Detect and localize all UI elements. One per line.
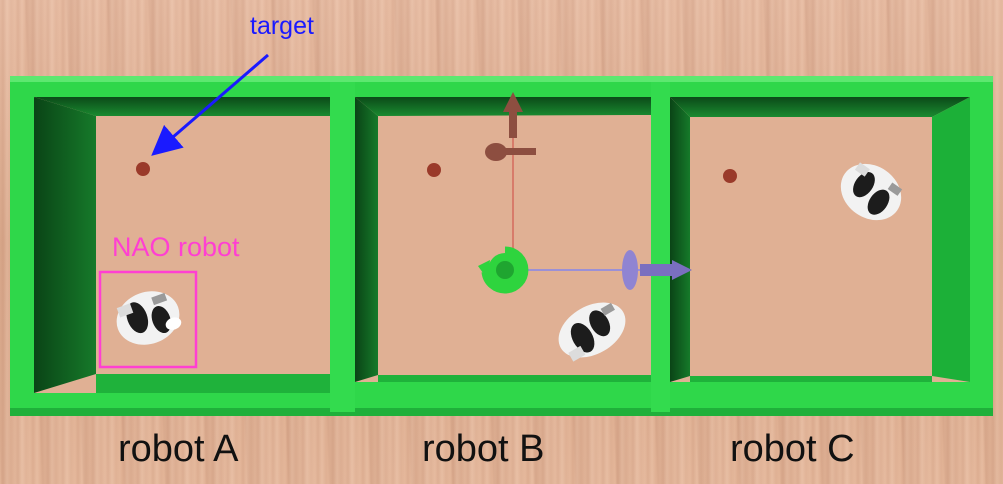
robot-b-label: robot B xyxy=(422,428,545,470)
compartment-robot-a xyxy=(34,97,330,393)
targets xyxy=(136,162,737,183)
compartment-robot-b xyxy=(355,97,651,382)
target-marker-c[interactable] xyxy=(723,169,737,183)
compartment-robot-c xyxy=(670,97,970,382)
arena xyxy=(10,76,993,416)
nao-robot-icon[interactable] xyxy=(549,291,635,369)
nao-robot-annotation-label: NAO robot xyxy=(112,232,240,262)
rotate-gizmo-icon[interactable] xyxy=(478,246,529,294)
target-marker-a[interactable] xyxy=(136,162,150,176)
arrow-icon xyxy=(151,53,269,156)
robot-a-label: robot A xyxy=(118,428,239,470)
target-marker-b[interactable] xyxy=(427,163,441,177)
target-annotation-label: target xyxy=(250,12,314,40)
nao-robot-icon[interactable] xyxy=(830,152,912,231)
nao-robot-highlight-box xyxy=(98,270,198,369)
nao-robot-icon[interactable] xyxy=(109,283,187,354)
robot-c-label: robot C xyxy=(730,428,855,470)
translate-gizmo-icon[interactable] xyxy=(485,92,692,290)
